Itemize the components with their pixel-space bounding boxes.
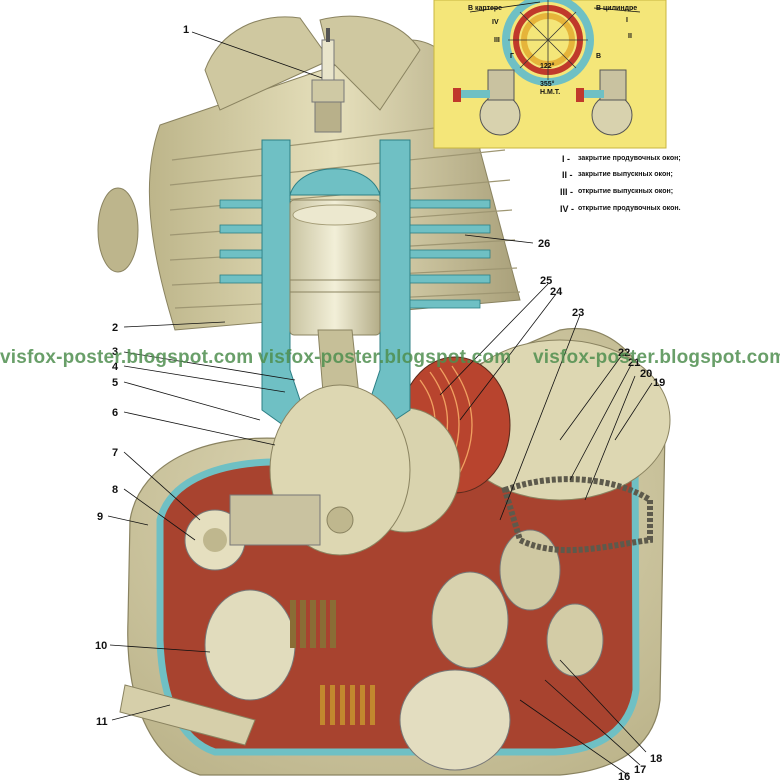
angle-122: 122° (540, 62, 555, 70)
callout-8: 8 (112, 484, 118, 496)
legend-key-3: III - (560, 187, 573, 197)
watermark-right: visfox-poster.blogspot.com (533, 347, 780, 368)
side-cover (97, 187, 139, 273)
callout-4: 4 (112, 361, 119, 373)
letter-g: Г (510, 53, 514, 60)
legend-key-4: IV - (560, 204, 574, 214)
callout-7: 7 (112, 447, 118, 459)
roman-iv: IV (492, 19, 499, 26)
callout-leaders (107, 31, 653, 776)
callout-25: 25 (540, 275, 552, 287)
callout-24: 24 (550, 286, 563, 298)
mini-engine-right (576, 69, 633, 136)
timing-legend: I - закрытие продувочных окон; II - закр… (560, 154, 681, 214)
inset-label-cylinder: В цилиндре (596, 5, 637, 12)
roman-ii: II (628, 33, 632, 40)
mini-engine-left (453, 69, 521, 136)
callout-2: 2 (112, 322, 118, 334)
callout-19: 19 (653, 377, 665, 389)
callout-17: 17 (634, 764, 646, 776)
roman-iii: III (494, 37, 500, 44)
callout-16: 16 (618, 771, 630, 780)
callout-26: 26 (538, 238, 550, 250)
drive-chain (501, 476, 653, 554)
legend-text-2: закрытие выпускных окон; (578, 171, 673, 178)
legend-text-1: закрытие продувочных окон; (578, 155, 681, 162)
callout-18: 18 (650, 753, 662, 765)
callout-21: 21 (628, 357, 640, 369)
head-fins (204, 15, 421, 111)
combustion-chamber (289, 168, 381, 196)
legend-text-3: открытие выпускных окон; (578, 188, 673, 195)
kickstart-shaft (119, 684, 256, 746)
watermark-left: visfox-poster.blogspot.com (0, 347, 254, 368)
callout-1: 1 (183, 24, 189, 36)
callout-9: 9 (97, 511, 103, 523)
timing-rings (469, 0, 641, 86)
callout-20: 20 (640, 368, 652, 380)
callout-23: 23 (572, 307, 584, 319)
watermark-center: visfox-poster.blogspot.com (258, 347, 512, 368)
letter-v: В (596, 53, 601, 60)
legend-key-2: II - (562, 170, 573, 180)
piston (289, 199, 381, 336)
engine-body (97, 15, 671, 776)
clutch-pack (204, 589, 375, 725)
angle-355: 355° (540, 80, 555, 88)
callout-3: 3 (112, 346, 118, 358)
callout-22: 22 (618, 347, 630, 359)
roman-i: I (626, 17, 628, 24)
callout-5: 5 (112, 377, 118, 389)
legend-text-4: открытие продувочных окон. (578, 205, 681, 212)
spark-plug (311, 28, 345, 133)
bdc-label: Н.М.Т. (540, 89, 560, 96)
callout-numbers: 1 2 3 4 5 6 7 8 9 10 11 16 17 18 19 20 2… (95, 24, 665, 780)
left-gears (184, 494, 321, 571)
callout-11: 11 (96, 716, 108, 728)
callout-6: 6 (112, 407, 118, 419)
cylinder-section-fins (219, 199, 491, 309)
callout-10: 10 (95, 640, 107, 652)
inset-label-crankcase: В картере (468, 5, 502, 12)
legend-key-1: I - (562, 154, 570, 164)
port-timing-inset: В картере В цилиндре IV III I II Г В 122… (433, 0, 667, 149)
